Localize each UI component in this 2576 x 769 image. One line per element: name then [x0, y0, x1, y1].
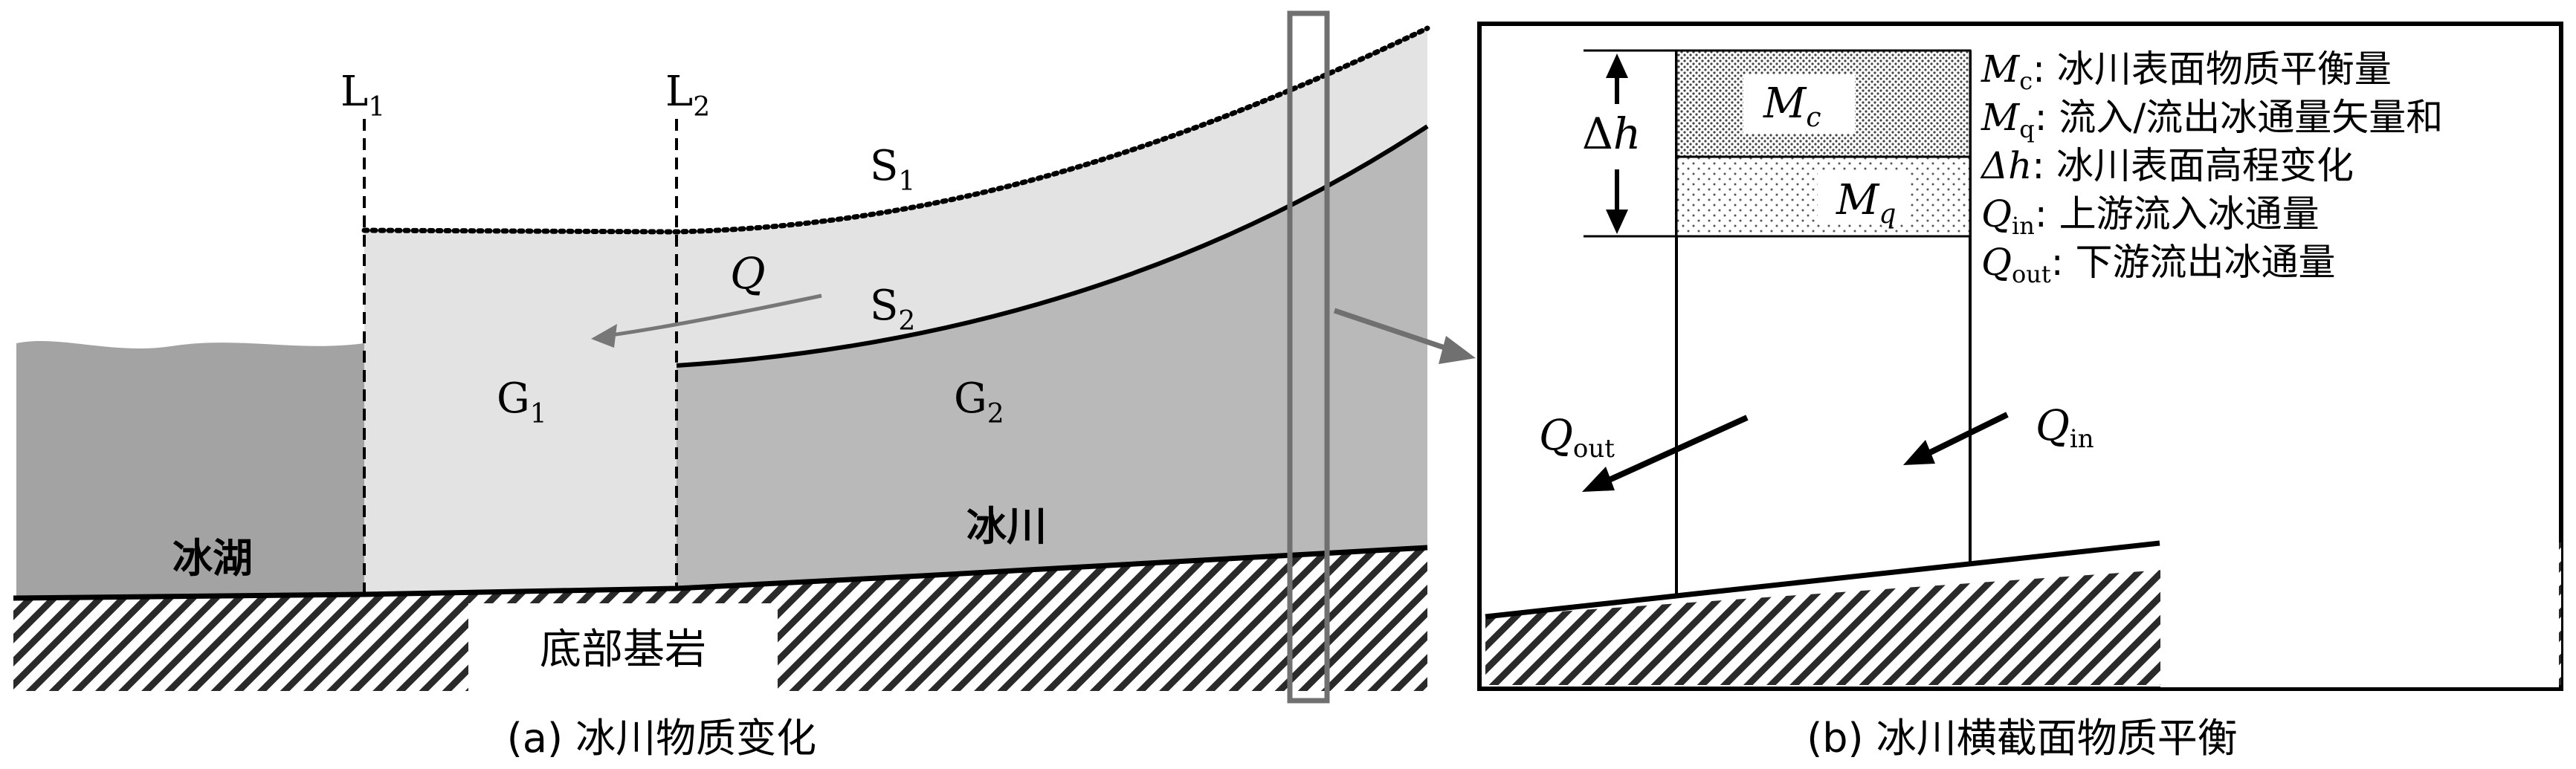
label-mq: Mq: [1836, 176, 1896, 230]
label-bedrock: 底部基岩: [540, 626, 706, 674]
glacier-body-zone: [677, 126, 1427, 588]
legend-item-delta-h: Δh: 冰川表面高程变化: [1980, 144, 2354, 187]
block-mc-label-bg: [1743, 74, 1855, 134]
label-q: Q: [730, 248, 766, 299]
q-out-arrowhead: [1582, 467, 1615, 492]
delta-h-arrowhead-down: [1606, 210, 1628, 234]
label-g2: G2: [954, 374, 1004, 429]
legend-item-mc: Mc: 冰川表面物质平衡量: [1981, 48, 2392, 95]
label-mc: Mc: [1763, 80, 1821, 133]
block-mq-label-bg: [1818, 171, 1911, 224]
panel-b: Mc Mq Δh Qout Qin: [1477, 22, 2563, 762]
label-g1: G1: [497, 374, 547, 429]
panel-a: L1 L2 S1 S2 Q G1 G2 冰湖 冰川 底部基岩 (a) 冰川物质变…: [13, 10, 1476, 762]
bedrock-label-box: [468, 603, 778, 691]
cross-section-selection-box: [1287, 10, 1330, 704]
flow-q-arrow: [605, 293, 822, 338]
label-glacier: 冰川: [966, 503, 1047, 550]
q-out-arrow-shaft: [1604, 415, 1749, 484]
caption-b: (b) 冰川横截面物质平衡: [1807, 715, 2238, 762]
label-q-in: Qin: [2036, 402, 2094, 454]
label-l2: L2: [665, 68, 710, 123]
surface-s2-line: [676, 124, 1429, 368]
flow-q-arrowhead: [591, 324, 617, 348]
label-q-out: Qout: [1539, 412, 1615, 464]
connector-arrowhead: [1439, 336, 1476, 364]
q-in-arrowhead: [1903, 440, 1935, 465]
legend-item-mq: Mq: 流入/流出冰通量矢量和: [1981, 96, 2443, 143]
legend: Mc: 冰川表面物质平衡量 Mq: 流入/流出冰通量矢量和 Δh: 冰川表面高程…: [1980, 48, 2443, 288]
label-lake: 冰湖: [172, 535, 253, 582]
label-l1: L1: [340, 68, 385, 123]
label-delta-h: Δh: [1582, 108, 1641, 159]
lake-region: [16, 340, 364, 598]
label-s1: S1: [870, 142, 915, 197]
legend-item-q-in: Qin: 上游流入冰通量: [1981, 192, 2320, 240]
q-in-arrow-shaft: [1924, 412, 2009, 458]
label-s2: S2: [870, 282, 915, 337]
panel-b-right-blank: [2160, 520, 2559, 687]
connector-line: [1333, 308, 1455, 354]
caption-a: (a) 冰川物质变化: [507, 715, 816, 762]
legend-item-q-out: Qout: 下游流出冰通量: [1981, 241, 2335, 288]
delta-h-arrowhead-up: [1606, 53, 1628, 78]
panel-b-ground: [1485, 540, 2160, 620]
